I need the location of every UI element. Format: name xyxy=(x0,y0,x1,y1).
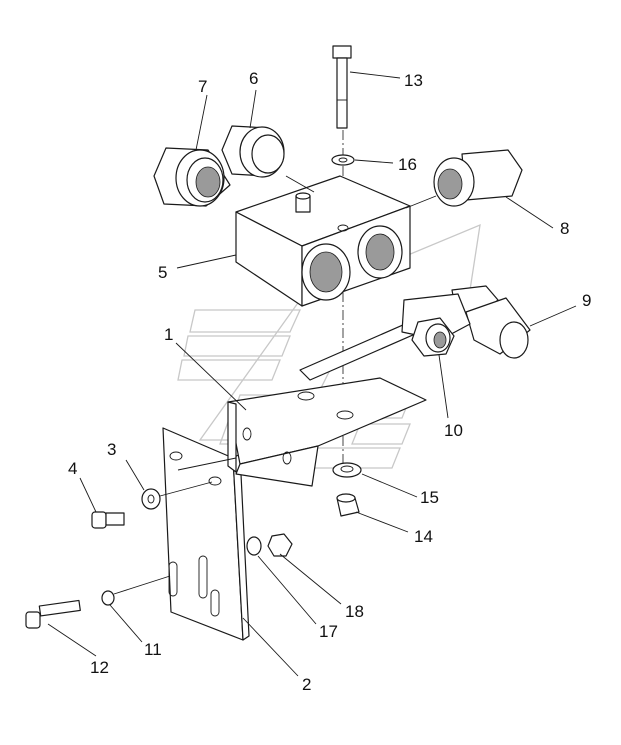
nut-14 xyxy=(336,493,360,517)
callout-1: 1 xyxy=(164,325,173,344)
washer-15 xyxy=(332,462,362,478)
nut-10 xyxy=(411,317,455,357)
callout-14: 14 xyxy=(414,527,433,546)
callout-4: 4 xyxy=(68,459,77,478)
callout-9: 9 xyxy=(582,291,591,310)
bolt-4 xyxy=(91,511,125,529)
callout-17: 17 xyxy=(319,622,338,641)
callout-6: 6 xyxy=(249,69,258,88)
callout-15: 15 xyxy=(420,488,439,507)
leader-lines xyxy=(47,71,577,677)
callout-16: 16 xyxy=(398,155,417,174)
fitting-7 xyxy=(153,147,231,207)
callout-8: 8 xyxy=(560,219,569,238)
washer-3 xyxy=(141,488,161,510)
callout-12: 12 xyxy=(90,658,109,677)
callout-13: 13 xyxy=(404,71,423,90)
bolt-13 xyxy=(332,45,352,129)
fitting-6 xyxy=(221,125,285,178)
callout-3: 3 xyxy=(107,440,116,459)
callout-2: 2 xyxy=(302,675,311,694)
callout-18: 18 xyxy=(345,602,364,621)
callout-11: 11 xyxy=(144,640,162,659)
washer-17 xyxy=(246,536,262,556)
callout-labels: 1 2 3 4 5 6 7 8 9 10 11 12 13 14 15 16 1… xyxy=(68,69,591,694)
callout-10: 10 xyxy=(444,421,463,440)
washer-11 xyxy=(101,590,115,606)
bolt-12 xyxy=(25,599,81,629)
fitting-8 xyxy=(433,149,523,207)
washer-16 xyxy=(331,154,355,166)
mounting-plate xyxy=(162,427,250,641)
callout-5: 5 xyxy=(158,263,167,282)
valve-block xyxy=(235,175,411,307)
nut-18 xyxy=(267,533,293,557)
callout-7: 7 xyxy=(198,77,207,96)
